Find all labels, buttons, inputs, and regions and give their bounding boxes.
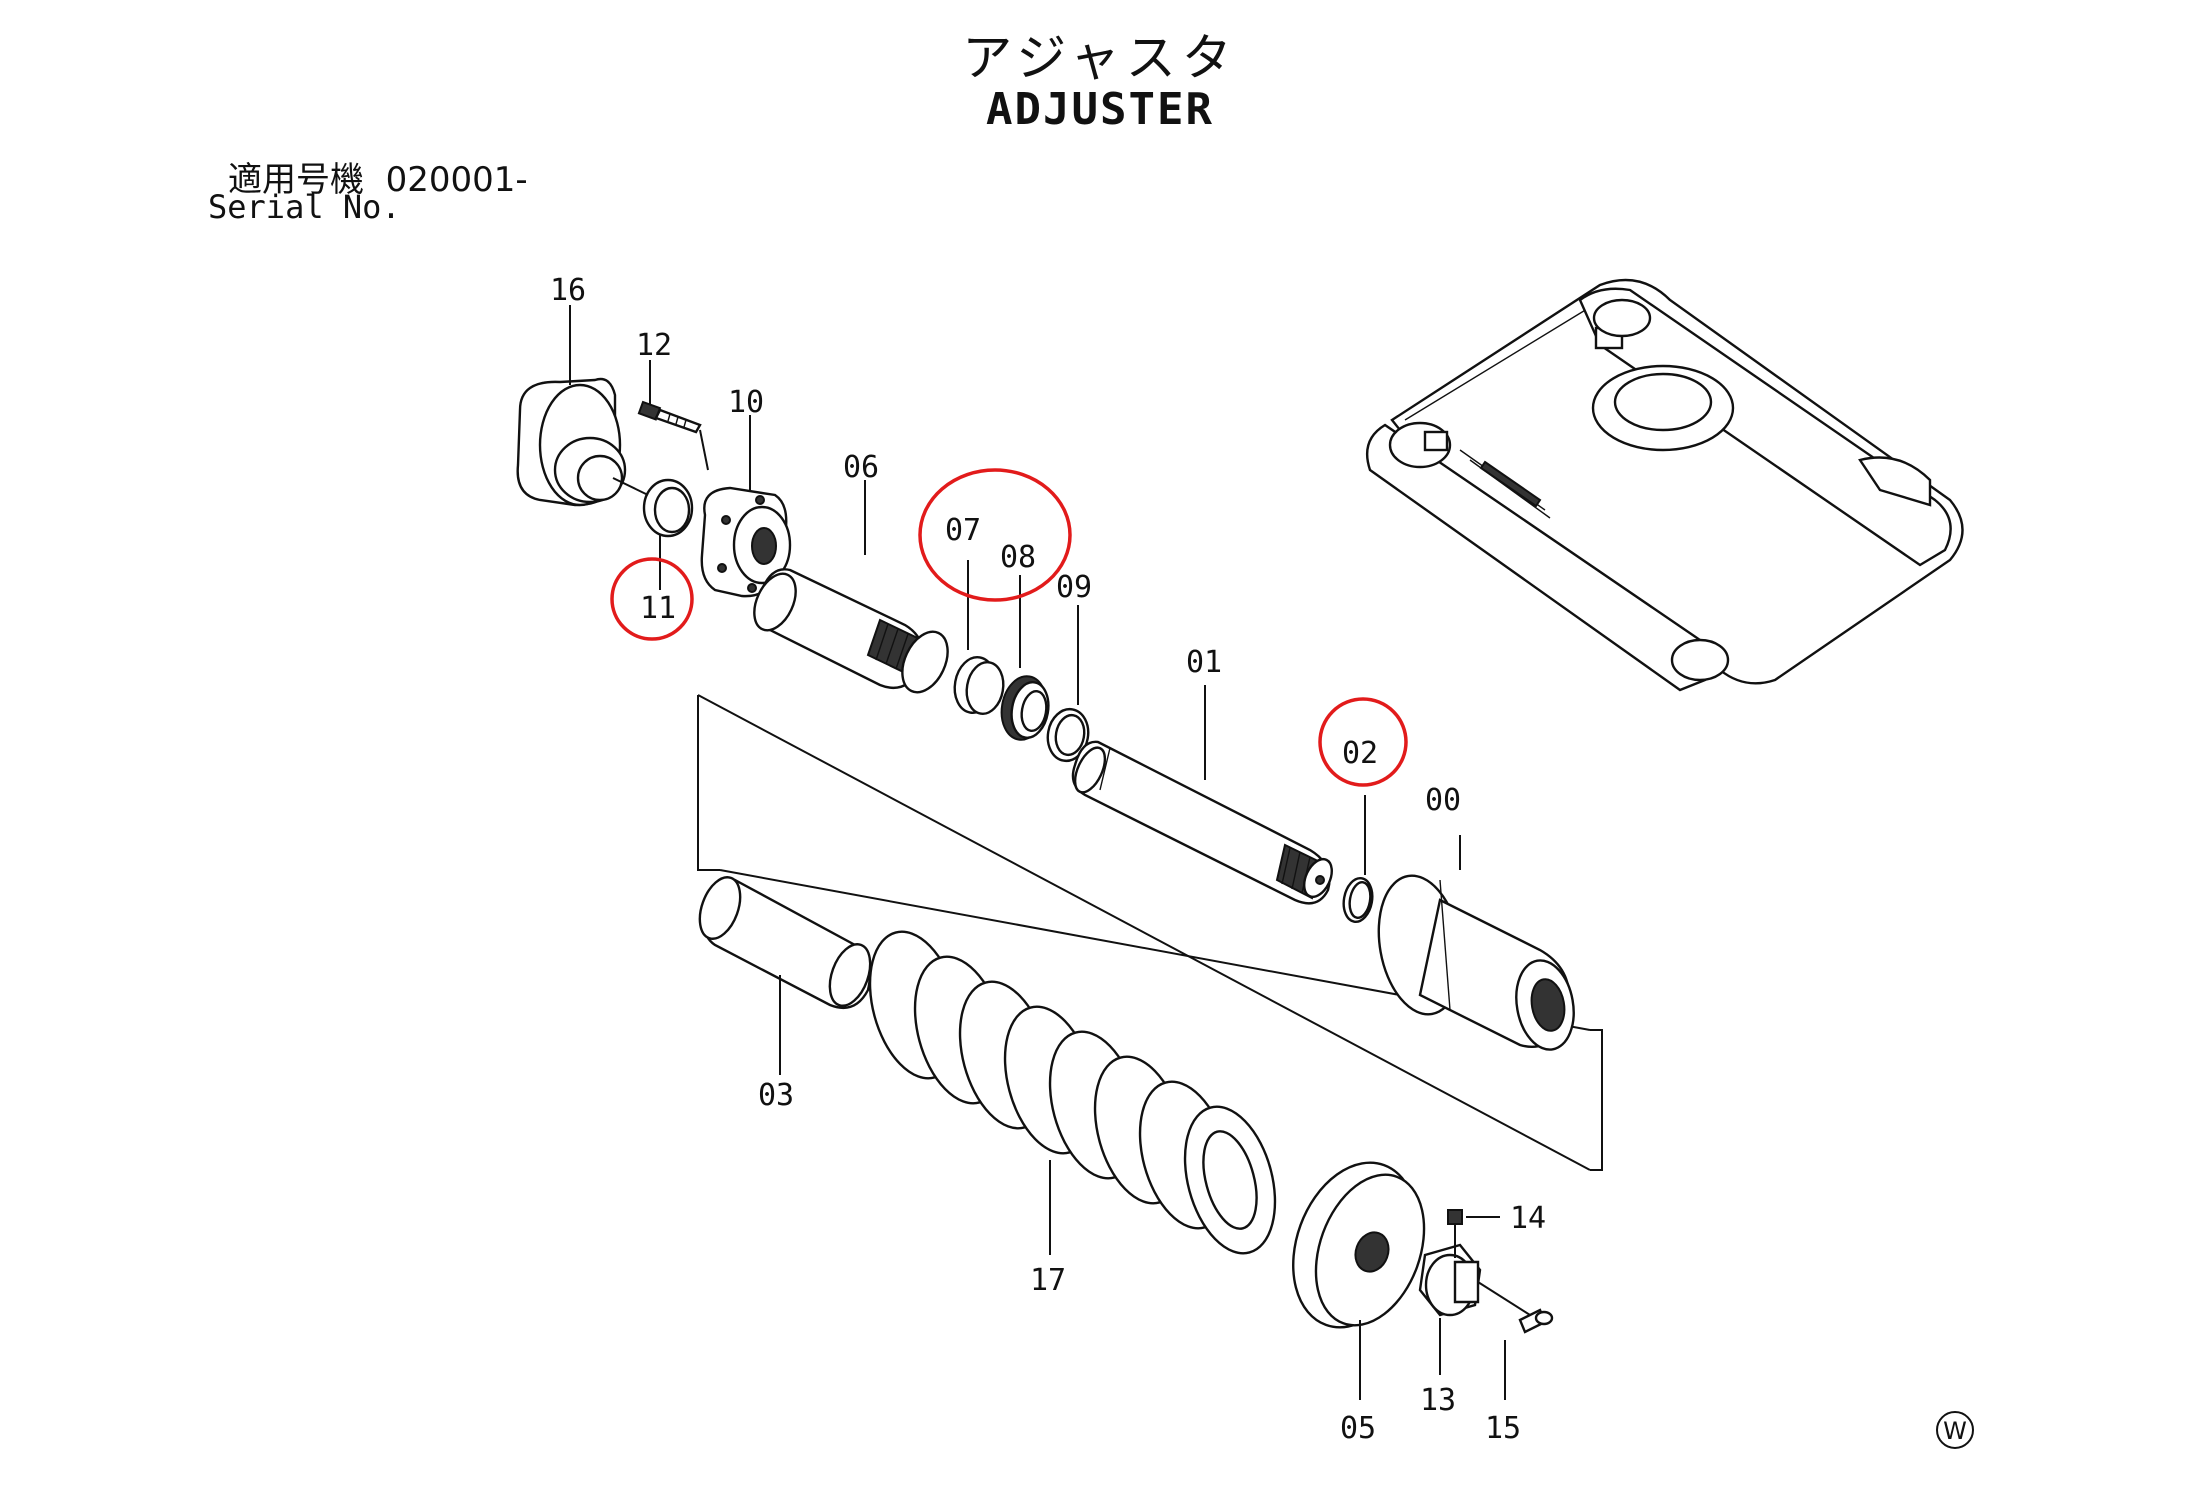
label-16: 16: [550, 273, 586, 308]
serial-value: 020001-: [385, 160, 528, 200]
assembly-outline: [697, 694, 1603, 1171]
part-10-flange: [700, 415, 792, 598]
serial-label-japanese: 適用号機: [228, 160, 364, 200]
part-15-pin: [1504, 1308, 1554, 1400]
part-06-cylinder: [753, 480, 949, 694]
part-05-disc: [1292, 1161, 1426, 1400]
part-09-snap-ring: [1046, 605, 1090, 763]
track-frame-inset: [1365, 278, 1964, 692]
label-14: 14: [1510, 1201, 1546, 1236]
label-15: 15: [1485, 1411, 1521, 1446]
label-09: 09: [1056, 570, 1092, 605]
part-11-ring: [612, 477, 694, 590]
label-05: 05: [1340, 1411, 1376, 1446]
watermark-badge: W: [1936, 1411, 1974, 1449]
part-02-o-ring: [1342, 795, 1374, 924]
label-08: 08: [1000, 540, 1036, 575]
label-06: 06: [843, 450, 879, 485]
label-07: 07: [945, 513, 981, 548]
title-japanese: アジャスタ: [962, 29, 1238, 87]
highlight-circle-11: [610, 557, 694, 641]
label-03: 03: [758, 1078, 794, 1113]
part-17-spring: [868, 930, 1277, 1255]
part-00-cylinder-body: [1377, 835, 1575, 1051]
part-03-bushing: [698, 876, 872, 1075]
title-english: ADJUSTER: [986, 84, 1214, 135]
label-17: 17: [1030, 1263, 1066, 1298]
part-07-ring: [953, 560, 1005, 715]
part-14-grease-fitting: [1447, 1209, 1500, 1258]
label-13: 13: [1420, 1383, 1456, 1418]
label-02: 02: [1342, 736, 1378, 771]
label-11: 11: [640, 591, 676, 626]
watermark-letter: W: [1943, 1417, 1967, 1445]
part-16-bracket: [516, 305, 627, 507]
serial-label-english: Serial No.: [208, 188, 401, 226]
label-10: 10: [728, 385, 764, 420]
serial-line-japanese: 適用号機 020001-: [228, 152, 528, 201]
part-01-rod: [1071, 685, 1333, 905]
label-01: 01: [1186, 645, 1222, 680]
label-00: 00: [1425, 783, 1461, 818]
part-08-packing: [1000, 575, 1050, 741]
part-12-bolt: [637, 360, 709, 471]
highlight-circle-02: [1318, 697, 1408, 787]
highlight-circle-07-08: [918, 468, 1072, 602]
label-12: 12: [636, 328, 672, 363]
part-13-nut: [1418, 1243, 1531, 1375]
